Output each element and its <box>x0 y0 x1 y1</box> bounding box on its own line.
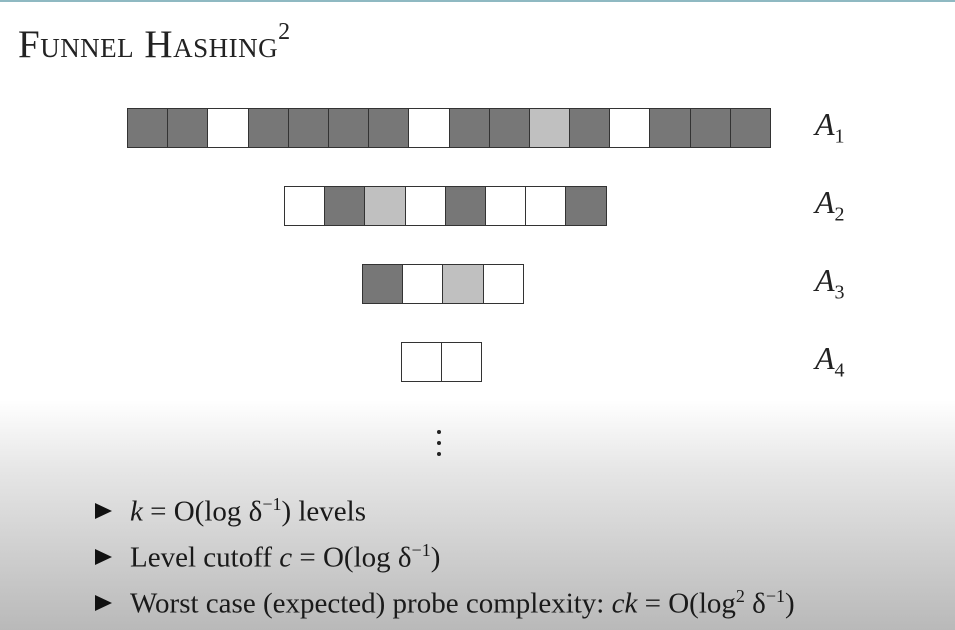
bullet-complexity-text: Worst case (expected) probe complexity: … <box>130 586 795 621</box>
array-cell-light <box>442 264 484 304</box>
array-cell-dark <box>444 186 486 226</box>
array-cell-empty <box>207 108 249 148</box>
bullet-complexity: Worst case (expected) probe complexity: … <box>95 580 795 626</box>
array-cell-dark <box>127 108 169 148</box>
array-cell-light <box>364 186 406 226</box>
bullet-prefix: Worst case (expected) probe complexity: <box>130 587 612 620</box>
slide-title-text: Funnel Hashing <box>18 23 279 66</box>
array-cell-dark <box>247 108 289 148</box>
ellipsis-dot <box>437 430 441 434</box>
array-cell-dark <box>324 186 366 226</box>
label-a1-name: A <box>815 106 835 142</box>
label-a4-name: A <box>815 340 835 376</box>
top-accent-line <box>0 0 955 2</box>
bullet-levels-text: k = O(log δ−1) levels <box>130 494 366 529</box>
math-exponent: −1 <box>765 585 785 606</box>
array-cell-empty <box>408 108 450 148</box>
math-var-ck: ck <box>611 587 638 620</box>
bullet-levels: k = O(log δ−1) levels <box>95 488 795 534</box>
math-delta: δ <box>744 587 766 620</box>
array-cell-dark <box>368 108 410 148</box>
array-cell-empty <box>441 342 483 382</box>
label-a4-index: 4 <box>834 359 845 382</box>
array-cell-dark <box>488 108 530 148</box>
array-cell-empty <box>482 264 524 304</box>
label-a2-name: A <box>815 184 835 220</box>
math-tail: ) <box>430 541 441 574</box>
triangle-bullet-icon <box>95 503 112 519</box>
array-cell-dark <box>167 108 209 148</box>
array-cell-empty <box>404 186 446 226</box>
math-exponent: −1 <box>411 539 431 560</box>
array-cell-dark <box>569 108 611 148</box>
label-a4: A4 <box>815 340 845 382</box>
ellipsis-dot <box>437 441 441 445</box>
bullet-cutoff-text: Level cutoff c = O(log δ−1) <box>130 540 440 575</box>
array-cell-dark <box>287 108 329 148</box>
array-cell-empty <box>484 186 527 226</box>
bullet-cutoff: Level cutoff c = O(log δ−1) <box>95 534 795 580</box>
array-a1 <box>127 108 771 148</box>
label-a3-index: 3 <box>834 281 845 304</box>
math-expr: = O(log δ <box>142 495 263 528</box>
array-a3 <box>362 264 524 304</box>
vertical-ellipsis <box>433 430 445 456</box>
array-cell-dark <box>362 264 404 304</box>
math-var-k: k <box>130 495 143 528</box>
label-a3: A3 <box>815 262 845 304</box>
array-cell-dark <box>565 186 607 226</box>
slide-title: Funnel Hashing2 <box>18 19 291 67</box>
array-cell-dark <box>649 108 691 148</box>
array-cell-empty <box>284 186 326 226</box>
title-footnote-mark: 2 <box>278 19 291 45</box>
bullet-list: k = O(log δ−1) levels Level cutoff c = O… <box>95 488 795 626</box>
label-a2: A2 <box>815 184 845 226</box>
array-cell-empty <box>401 342 443 382</box>
array-a2 <box>284 186 607 226</box>
array-cell-dark <box>729 108 771 148</box>
label-a1: A1 <box>815 106 845 148</box>
triangle-bullet-icon <box>95 595 112 611</box>
math-var-c: c <box>279 541 293 574</box>
math-exponent: −1 <box>262 493 282 514</box>
math-expr: = O(log δ <box>292 541 412 574</box>
array-cell-dark <box>448 108 490 148</box>
bullet-prefix: Level cutoff <box>130 541 280 574</box>
array-cell-light <box>528 108 571 148</box>
label-a1-index: 1 <box>834 125 845 148</box>
array-cell-empty <box>402 264 444 304</box>
math-log-exponent: 2 <box>735 585 745 606</box>
math-expr: = O(log <box>637 587 736 620</box>
array-cell-empty <box>609 108 651 148</box>
array-cell-empty <box>525 186 567 226</box>
math-tail: ) <box>784 587 795 620</box>
math-tail: ) levels <box>281 495 367 528</box>
array-cell-dark <box>689 108 731 148</box>
label-a3-name: A <box>815 262 835 298</box>
label-a2-index: 2 <box>834 203 845 226</box>
array-a4 <box>401 342 483 382</box>
array-cell-dark <box>327 108 370 148</box>
triangle-bullet-icon <box>95 549 112 565</box>
ellipsis-dot <box>437 452 441 456</box>
